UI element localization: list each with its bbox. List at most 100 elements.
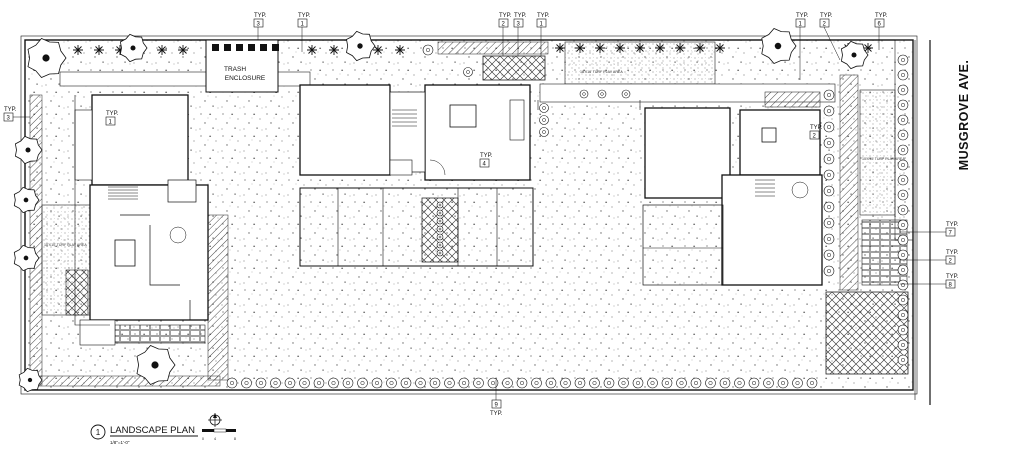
shrub-symbol — [823, 169, 835, 181]
shrub-symbol — [539, 127, 549, 137]
shrub-symbol — [516, 377, 528, 389]
shrub-symbol — [823, 265, 835, 277]
spiky-shrub-symbol — [635, 43, 645, 53]
spiky-shrub-symbol — [329, 45, 339, 55]
shrub-symbol — [444, 377, 455, 389]
tree-symbol — [761, 28, 797, 64]
scale-tick-8: 8 — [234, 437, 236, 441]
callout-tag: TYP.2 — [900, 250, 959, 265]
svg-text:6: 6 — [878, 22, 882, 28]
svg-text:TYP.: TYP. — [254, 13, 267, 19]
shrub-symbol — [574, 377, 586, 389]
shrub-symbol — [241, 377, 252, 389]
callout-tag: TYP.2 — [498, 13, 512, 56]
shrub-symbol — [897, 339, 909, 351]
shrub-symbol — [371, 377, 383, 389]
spiky-shrub-symbol — [595, 43, 605, 53]
shrub-symbol — [436, 201, 444, 209]
tree-symbol — [13, 244, 40, 272]
shrub-symbol — [792, 377, 803, 389]
svg-text:8: 8 — [949, 283, 953, 289]
shrub-symbol — [328, 377, 339, 389]
callout-tag: TYP.8 — [900, 274, 959, 289]
shrub-symbol — [897, 84, 909, 96]
svg-text:TYP.: TYP. — [820, 13, 833, 19]
shrub-symbol — [897, 249, 909, 261]
planter-square — [260, 44, 267, 51]
shrub-symbol — [719, 377, 731, 389]
callout-tag: TYP.7 — [900, 222, 959, 237]
shrub-symbol — [806, 377, 818, 389]
shrub-symbol — [690, 377, 702, 389]
shrub-symbol — [342, 377, 354, 389]
spiky-shrub-symbol — [157, 45, 167, 55]
area-note-left: 10'X10' TURF PLAY AREA — [44, 243, 87, 247]
street-name-label: MUSGROVE AVE. — [957, 60, 971, 171]
shrub-symbol — [502, 377, 513, 389]
tree-symbol — [119, 33, 148, 63]
svg-text:TYP.: TYP. — [875, 13, 888, 19]
shrub-symbol — [823, 105, 835, 117]
perimeter-hatched-wall — [29, 39, 914, 387]
shrub-plantings — [73, 43, 909, 389]
shrub-symbol — [539, 103, 549, 113]
svg-text:2: 2 — [949, 259, 953, 265]
drawing-scale: 1/8"=1'-0" — [110, 440, 130, 445]
shrub-symbol — [823, 249, 835, 261]
shrub-symbol — [436, 217, 444, 225]
svg-text:3: 3 — [517, 22, 521, 28]
svg-text:7: 7 — [949, 231, 953, 237]
shrub-symbol — [897, 204, 909, 216]
planter-square — [236, 44, 243, 51]
shrub-symbol — [897, 144, 909, 156]
shrub-symbol — [473, 377, 484, 389]
shrub-symbol — [284, 377, 296, 389]
spiky-shrub-symbol — [863, 43, 873, 53]
shrub-symbol — [897, 189, 909, 201]
shrub-symbol — [357, 377, 368, 389]
shrub-symbol — [463, 67, 473, 77]
building-left — [74, 94, 209, 346]
shrub-symbol — [897, 69, 909, 81]
svg-text:2: 2 — [502, 22, 506, 28]
shrub-symbol — [763, 377, 774, 389]
area-note-top: 10'X10' TURF PLAY AREA — [580, 70, 623, 74]
site-lines — [74, 40, 931, 405]
planter-square — [212, 44, 219, 51]
shrub-symbol — [897, 99, 909, 111]
shrub-symbol — [429, 377, 441, 389]
shrub-symbol — [734, 377, 745, 389]
spiky-shrub-symbol — [675, 43, 685, 53]
shrub-symbol — [647, 377, 658, 389]
shrub-symbol — [270, 377, 281, 389]
shrub-symbol — [897, 174, 909, 186]
tree-symbol — [136, 345, 176, 385]
svg-text:TYP.: TYP. — [106, 111, 119, 117]
shrub-symbol — [400, 377, 412, 389]
shrub-symbol — [823, 217, 835, 229]
shrub-symbol — [705, 377, 716, 389]
shrub-symbol — [897, 309, 909, 321]
shrub-symbol — [539, 115, 549, 125]
svg-text:3: 3 — [7, 116, 11, 122]
planter-square — [248, 44, 255, 51]
spiky-shrub-symbol — [555, 43, 565, 53]
shrub-symbol — [897, 324, 909, 336]
trash-label-1: TRASH — [224, 66, 246, 73]
spiky-shrub-symbol — [715, 43, 725, 53]
shrub-symbol — [436, 233, 444, 241]
svg-text:2: 2 — [813, 134, 817, 140]
shrub-symbol — [676, 377, 687, 389]
svg-text:TYP.: TYP. — [480, 153, 493, 159]
spiky-shrub-symbol — [307, 45, 317, 55]
spiky-shrub-symbol — [178, 45, 188, 55]
shrub-symbol — [436, 225, 444, 233]
shrub-symbol — [436, 241, 444, 249]
shrub-symbol — [436, 209, 444, 217]
svg-text:1: 1 — [540, 22, 544, 28]
tree-symbol — [13, 186, 40, 214]
shrub-symbol — [823, 121, 835, 133]
svg-text:TYP.: TYP. — [796, 13, 809, 19]
svg-text:TYP.: TYP. — [298, 13, 311, 19]
